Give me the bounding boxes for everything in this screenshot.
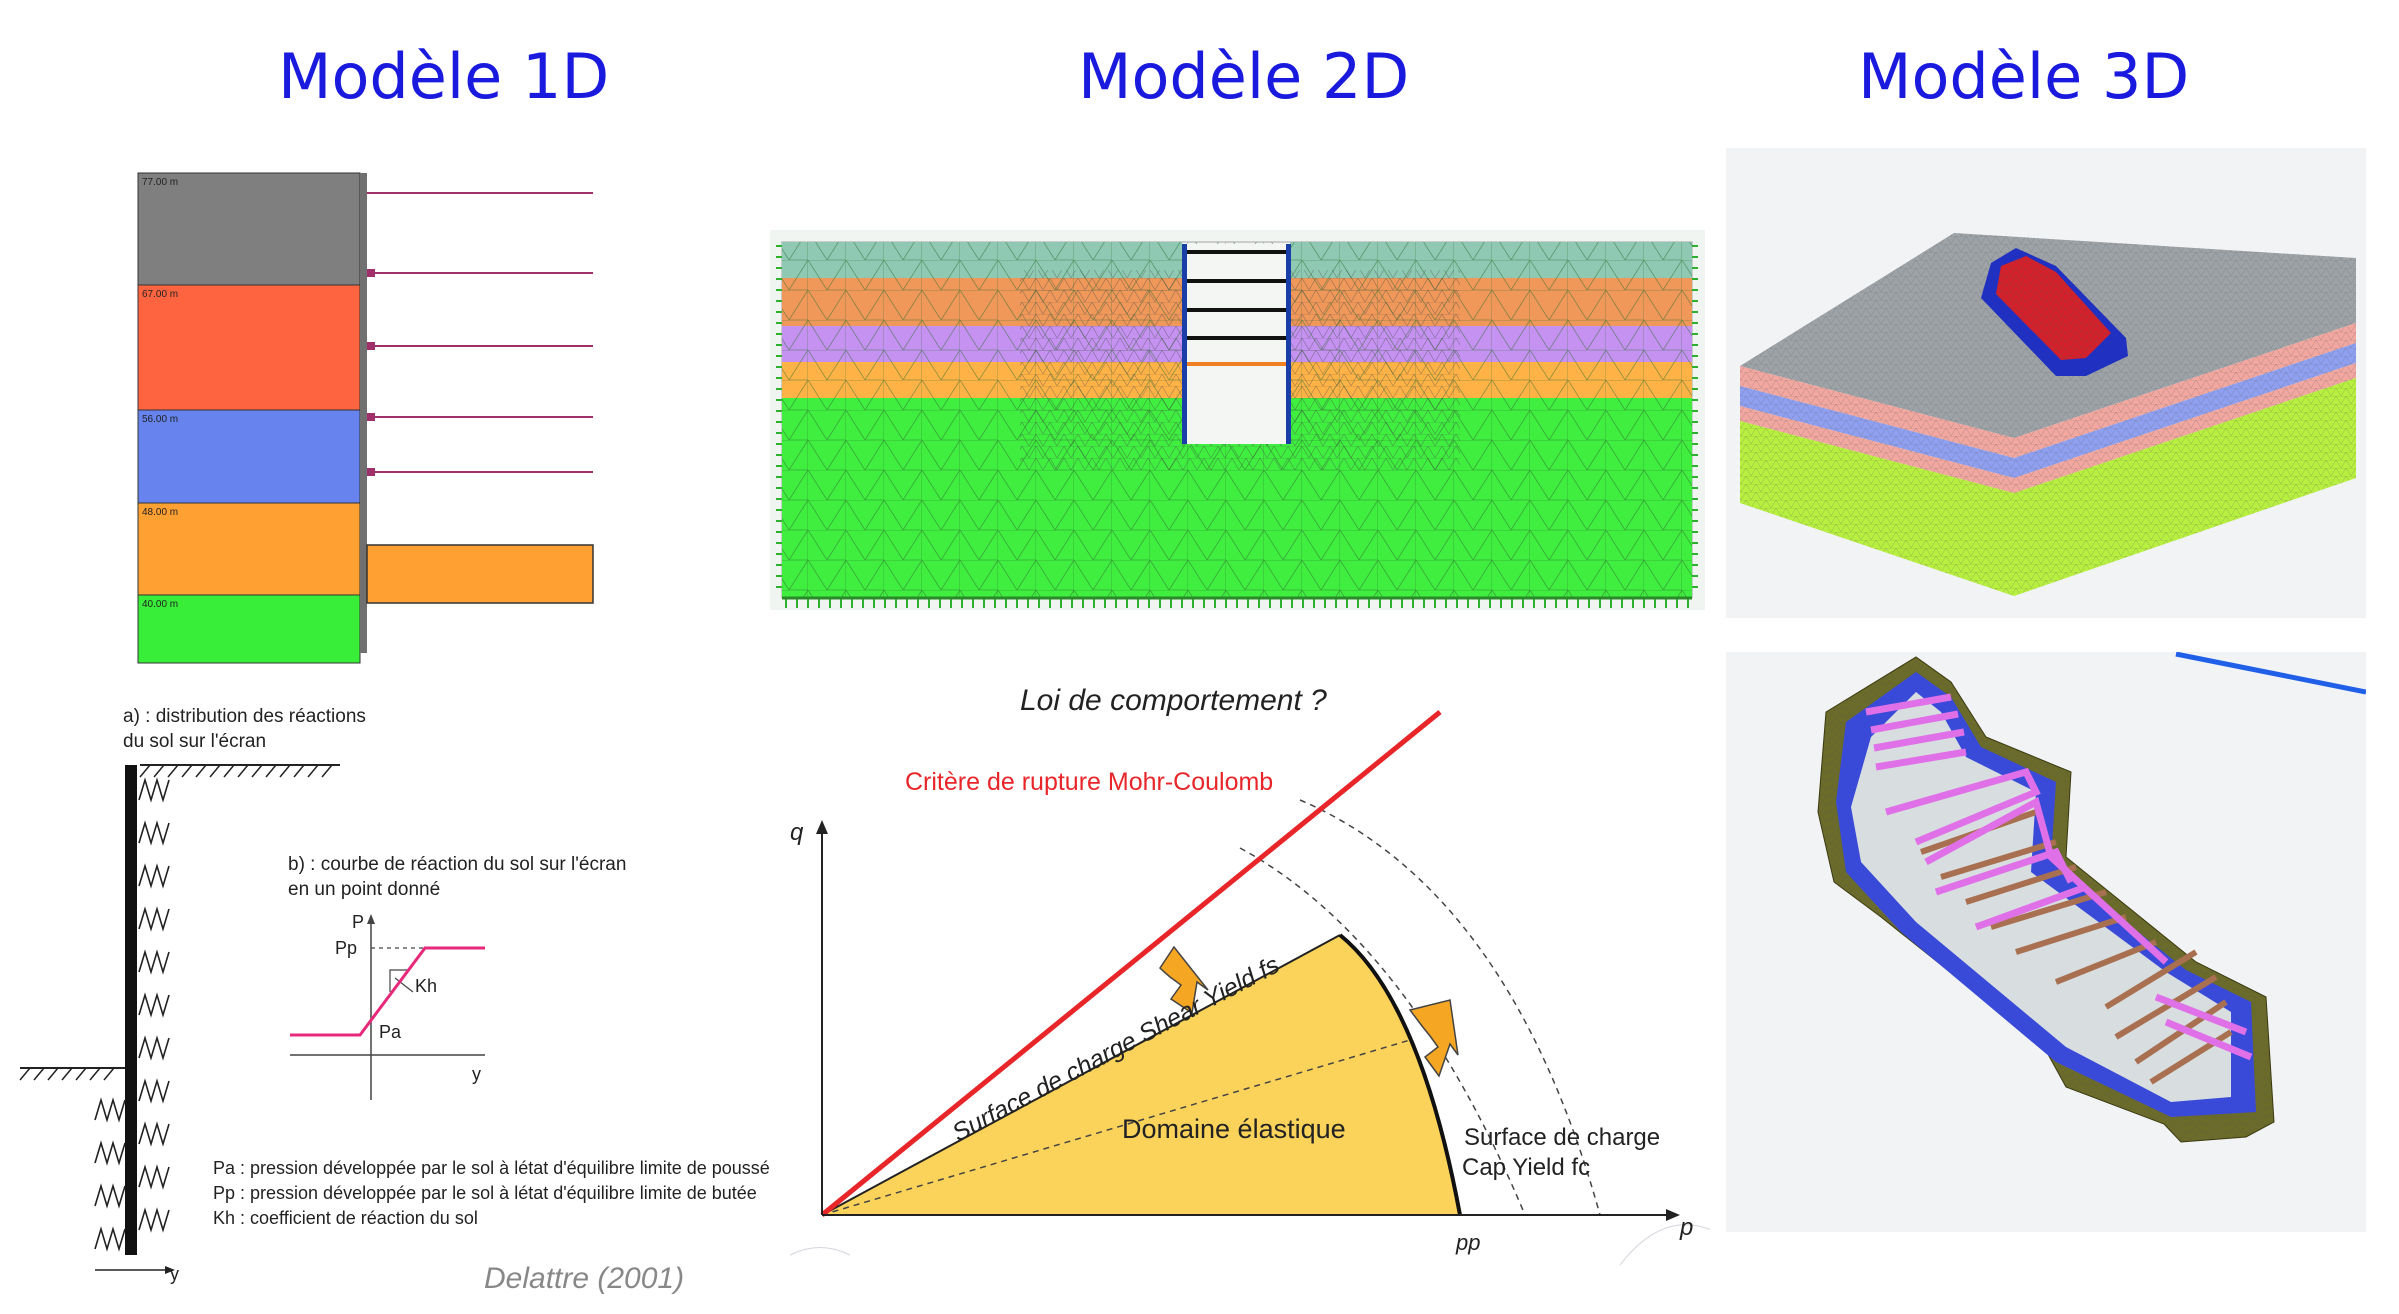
reaction-curve [290, 946, 485, 1037]
pp-label: pp [1455, 1230, 1480, 1255]
spring [138, 863, 170, 889]
spring [138, 1121, 170, 1147]
axis-q: q [790, 819, 804, 846]
constitutive-title: Loi de comportement ? [1020, 684, 1327, 717]
title-1d: Modèle 1D [278, 40, 610, 113]
retaining-wall [360, 173, 367, 653]
label-pp: Pp [335, 938, 357, 958]
credit: Delattre (2001) [484, 1262, 685, 1295]
soil-layer [137, 594, 361, 664]
cap-yield-line2: Cap Yield fc [1462, 1154, 1590, 1181]
constitutive-diagram: Loi de comportement ? Critère de rupture… [789, 684, 1710, 1266]
title-3d: Modèle 3D [1858, 40, 2190, 113]
model-1d-diagram: 77.00 m 67.00 m 56.00 m 48.00 m 40.00 m [137, 172, 594, 664]
legend-pa: Pa : pression développée par le sol à lé… [213, 1158, 770, 1178]
spring [138, 906, 170, 932]
elastic-domain [822, 935, 1460, 1215]
spring [138, 949, 170, 975]
cap-yield-line1: Surface de charge [1464, 1124, 1660, 1151]
caption-b-line2: en un point donné [288, 879, 440, 900]
elastic-domain-label: Domaine élastique [1122, 1114, 1346, 1144]
spring [138, 777, 170, 803]
axis-p: P [352, 912, 364, 932]
model-3d-structure [1726, 652, 2366, 1232]
excavation-soil [366, 544, 594, 604]
spring [138, 1078, 170, 1104]
soil-layer [137, 409, 361, 504]
spring [94, 1183, 126, 1209]
layer-elevation-label: 77.00 m [142, 177, 178, 188]
wall [125, 765, 137, 1255]
soil-layer [137, 284, 361, 411]
title-2d: Modèle 2D [1078, 40, 1410, 113]
legend-kh: Kh : coefficient de réaction du sol [213, 1208, 478, 1228]
struts-3d [1920, 809, 2233, 1085]
spring [138, 1207, 170, 1233]
spring [138, 992, 170, 1018]
caption-a-line1: a) : distribution des réactions [123, 706, 366, 727]
soil-layer [137, 172, 361, 286]
waler-beams [1865, 693, 2253, 1061]
axis-y: y [472, 1064, 481, 1084]
layer-elevation-label: 56.00 m [142, 414, 178, 425]
spring [138, 1035, 170, 1061]
orange-arrows [1159, 945, 1459, 1078]
wall-right [1286, 244, 1291, 444]
caption-b-line1: b) : courbe de réaction du sol sur l'écr… [288, 854, 626, 875]
label-kh: Kh [415, 976, 437, 996]
struts [1187, 250, 1286, 340]
winkler-diagram: a) : distribution des réactions du sol s… [19, 706, 626, 1284]
model-2d-mesh [770, 230, 1705, 610]
spring [94, 1226, 126, 1252]
legend-pp: Pp : pression développée par le sol à lé… [213, 1183, 757, 1203]
axis-p: p [1679, 1214, 1693, 1241]
layer-elevation-label: 67.00 m [142, 289, 178, 300]
layer-elevation-label: 48.00 m [142, 507, 178, 518]
bottom-axis-y: y [170, 1264, 179, 1284]
anchors [367, 192, 593, 473]
spring [138, 1164, 170, 1190]
label-pa: Pa [379, 1022, 402, 1042]
mohr-coulomb-label: Critère de rupture Mohr-Coulomb [905, 768, 1273, 796]
soil-layer [137, 502, 361, 596]
spring [94, 1097, 126, 1123]
wall-left [1182, 244, 1187, 444]
caption-a-line2: du sol sur l'écran [123, 731, 266, 752]
model-3d-block [1726, 148, 2366, 618]
layer-elevation-label: 40.00 m [142, 599, 178, 610]
spring [94, 1140, 126, 1166]
mohr-coulomb-line [820, 710, 1442, 1217]
excavation [1184, 244, 1288, 444]
spring [138, 820, 170, 846]
